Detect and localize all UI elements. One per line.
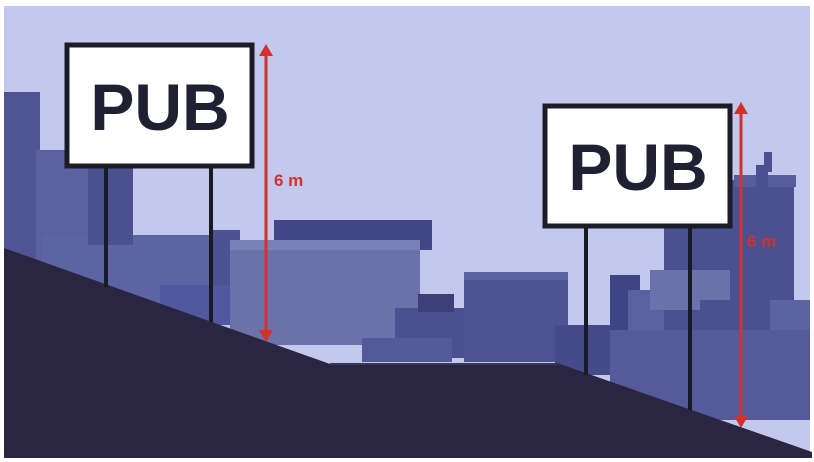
height-label-left: 6 m	[274, 171, 303, 190]
billboard-right-label: PUB	[568, 130, 707, 204]
height-label-right: 6 m	[747, 232, 776, 251]
billboard-left-label: PUB	[90, 70, 229, 144]
